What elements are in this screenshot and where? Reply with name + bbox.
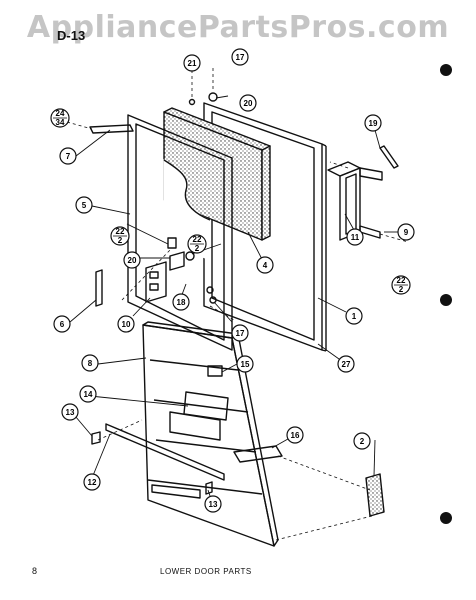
callout-18: 18 — [172, 293, 190, 311]
svg-text:19: 19 — [369, 119, 378, 128]
svg-text:17: 17 — [236, 329, 245, 338]
callout-7: 7 — [59, 147, 77, 165]
insulation-panel — [163, 107, 271, 261]
callout-5: 5 — [75, 196, 93, 214]
svg-text:6: 6 — [60, 320, 65, 329]
callout-20a: 20 — [239, 94, 257, 112]
trim-clip-bottom — [205, 481, 213, 495]
svg-text:20: 20 — [128, 256, 137, 265]
callout-14: 14 — [79, 385, 97, 403]
trim-clip-left — [91, 431, 101, 445]
callout-17b: 17 — [231, 324, 249, 342]
bottom-trim-strip — [105, 423, 225, 481]
callout-11: 11 — [346, 228, 364, 246]
svg-text:15: 15 — [241, 360, 250, 369]
callout-22-2c: 222 — [391, 275, 411, 295]
small-trim-strip — [379, 145, 399, 169]
callout-8: 8 — [81, 354, 99, 372]
assembly-leader-lines — [66, 68, 409, 541]
callout-13b: 13 — [204, 495, 222, 513]
hinge-bracket — [145, 261, 167, 303]
binder-hole-dot — [440, 64, 452, 76]
svg-text:22: 22 — [397, 276, 406, 285]
svg-text:7: 7 — [66, 152, 71, 161]
callout-17a: 17 — [231, 48, 249, 66]
svg-text:5: 5 — [82, 201, 87, 210]
top-trim-strip — [89, 124, 134, 134]
callout-15: 15 — [236, 355, 254, 373]
svg-text:2: 2 — [195, 244, 200, 253]
svg-text:2: 2 — [399, 285, 404, 294]
svg-text:16: 16 — [291, 431, 300, 440]
callout-16: 16 — [286, 426, 304, 444]
callout-13a: 13 — [61, 403, 79, 421]
svg-text:2: 2 — [360, 437, 365, 446]
svg-text:13: 13 — [209, 500, 218, 509]
svg-text:17: 17 — [236, 53, 245, 62]
svg-text:1: 1 — [352, 312, 357, 321]
hinge-hardware — [167, 92, 218, 304]
callout-12: 12 — [83, 473, 101, 491]
svg-text:18: 18 — [177, 298, 186, 307]
callout-9: 9 — [397, 223, 415, 241]
callout-27: 27 — [337, 355, 355, 373]
sheet-code: D-13 — [57, 28, 86, 43]
callout-22-2a: 222 — [110, 226, 130, 246]
page-number: 8 — [32, 566, 38, 576]
callout-19: 19 — [364, 114, 382, 132]
callout-21: 21 — [183, 54, 201, 72]
binder-hole-dot — [440, 512, 452, 524]
svg-text:4: 4 — [263, 261, 268, 270]
diagram-caption: LOWER DOOR PARTS — [160, 567, 252, 576]
shelf-cap — [233, 445, 283, 463]
binder-hole-dot — [440, 294, 452, 306]
inner-door-liner — [142, 321, 279, 547]
callout-1: 1 — [345, 307, 363, 325]
svg-text:9: 9 — [404, 228, 409, 237]
svg-text:27: 27 — [342, 360, 351, 369]
svg-text:22: 22 — [193, 235, 202, 244]
svg-text:21: 21 — [188, 59, 197, 68]
svg-text:24: 24 — [56, 109, 65, 118]
svg-text:2: 2 — [118, 236, 123, 245]
svg-text:12: 12 — [88, 478, 97, 487]
callout-10: 10 — [117, 315, 135, 333]
callout-4: 4 — [256, 256, 274, 274]
decor-panel — [365, 473, 385, 517]
callout-6: 6 — [53, 315, 71, 333]
svg-text:11: 11 — [351, 233, 360, 242]
svg-text:20: 20 — [244, 99, 253, 108]
door-handle — [327, 161, 383, 241]
svg-text:14: 14 — [84, 390, 93, 399]
side-trim-strip — [95, 269, 103, 307]
svg-text:8: 8 — [88, 359, 93, 368]
callout-2: 2 — [353, 432, 371, 450]
svg-text:22: 22 — [116, 227, 125, 236]
callout-22-2b: 222 — [187, 234, 207, 254]
svg-text:13: 13 — [66, 408, 75, 417]
callout-20b: 20 — [123, 251, 141, 269]
svg-text:10: 10 — [122, 320, 131, 329]
svg-text:34: 34 — [56, 118, 65, 127]
